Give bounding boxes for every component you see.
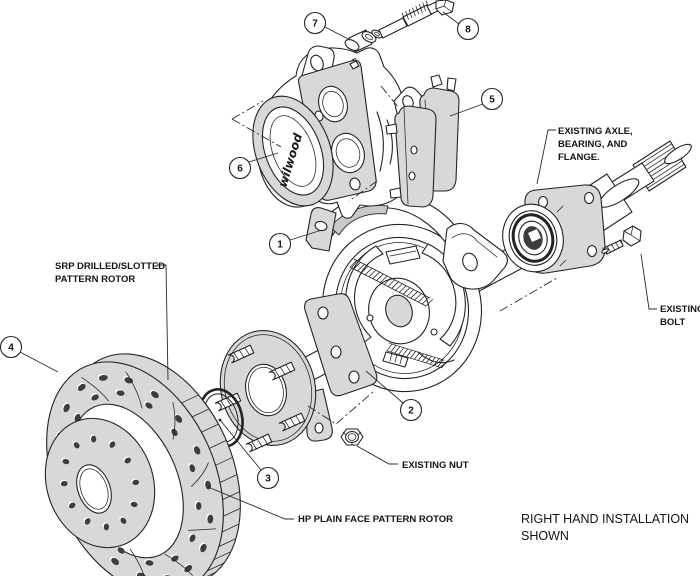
brake-pads	[385, 74, 460, 208]
flange-hole	[583, 191, 595, 205]
pad-face-line	[403, 107, 409, 205]
pad-tab	[430, 74, 443, 88]
callout-7: 7	[303, 11, 327, 35]
backing-plate-assembly	[304, 223, 483, 442]
bolt-shaft	[378, 17, 408, 39]
callout-1-num: 1	[277, 240, 283, 251]
pad-outboard	[394, 105, 437, 208]
existing-bolt	[601, 225, 642, 255]
phantom-lines	[231, 85, 558, 425]
axle-flange-hub	[214, 330, 317, 453]
leader-dot	[218, 418, 222, 422]
callout-6-num: 6	[237, 164, 243, 175]
mount-plate-hole	[317, 306, 329, 320]
caliper-lobe-band	[261, 106, 325, 196]
mount-plate-hole	[348, 370, 360, 384]
axle-through-hole	[385, 294, 413, 328]
spacer-bore	[365, 33, 373, 41]
bracket-tab-line	[451, 233, 498, 258]
anchor-block	[385, 245, 421, 265]
note-right-hand-line1: RIGHT HAND INSTALLATION	[521, 512, 689, 526]
label-srp-rotor-line1: SRP DRILLED/SLOTTED	[55, 261, 165, 272]
leader-lines	[19, 11, 657, 520]
existing-bolt-head-facets	[623, 225, 641, 242]
callout-3: 3	[256, 466, 280, 490]
callout-8: 8	[456, 17, 480, 41]
shoe-hold-down-pin	[430, 328, 438, 336]
bleed-screw-lines	[351, 57, 360, 69]
mount-plate-hole	[330, 345, 342, 359]
bolt-and-spacer	[344, 0, 455, 53]
bolt-thread-hatching	[401, 0, 430, 22]
pad-tab	[446, 77, 457, 92]
label-existing-bolt-line1: EXISTING	[660, 304, 700, 315]
drilled-slotted-rotor	[44, 353, 241, 576]
callout-4: 4	[0, 335, 23, 359]
flange-hole	[586, 244, 598, 258]
callout-8-num: 8	[465, 25, 471, 36]
rotor-slots	[81, 371, 217, 576]
pad-tab	[385, 123, 398, 135]
label-existing-nut: EXISTING NUT	[402, 460, 469, 471]
label-axle-line2: BEARING, AND	[558, 139, 627, 150]
lower-tab-hole	[314, 422, 324, 434]
shoe-hold-down-pin	[366, 314, 374, 322]
existing-nut	[340, 428, 364, 446]
parking-brake-lever	[417, 351, 455, 364]
callout-2: 2	[399, 398, 423, 422]
spacer-left-cap	[344, 39, 360, 51]
text-labels: SRP DRILLED/SLOTTED PATTERN ROTOR EXISTI…	[55, 126, 700, 543]
callout-4-num: 4	[8, 343, 14, 354]
nut-hex	[340, 428, 364, 446]
nut-bore	[347, 433, 357, 441]
pad-hole	[410, 145, 418, 155]
return-spring-upper	[349, 258, 434, 307]
caliper-groove	[386, 119, 393, 165]
caliper-small-hole	[349, 177, 361, 191]
spline-end-cap	[664, 143, 692, 165]
washer-bore	[374, 31, 380, 37]
piston-bore-inner	[335, 138, 361, 168]
label-hp-rotor: HP PLAIN FACE PATTERN ROTOR	[298, 514, 453, 525]
label-existing-bolt-line2: BOLT	[660, 317, 685, 328]
callout-5: 5	[480, 87, 504, 111]
hat-bolt-holes	[59, 434, 140, 531]
note-right-hand-line2: SHOWN	[521, 529, 569, 543]
pad-tab	[389, 187, 402, 199]
label-axle-line3: FLANGE.	[558, 152, 600, 163]
bearing-bore-highlight	[528, 229, 541, 242]
piston-bore-inner	[322, 90, 344, 118]
callouts: 1 2 3 4 5 6 7 8	[0, 11, 504, 490]
brake-caliper: wilwood	[252, 45, 424, 219]
existing-bolt-tip	[601, 248, 609, 254]
label-axle-line1: EXISTING AXLE,	[558, 126, 633, 137]
anchor-block-line	[389, 250, 417, 257]
adjuster-teeth	[389, 352, 403, 365]
rotor-vane-ticks	[181, 394, 241, 576]
bearing-connector-lines	[556, 205, 567, 267]
caliper-groove	[376, 111, 384, 172]
axle-bearing	[502, 203, 564, 273]
pad-hole	[408, 171, 416, 181]
caliper-lobe-inner	[269, 115, 317, 187]
hat-center-hole-inner	[79, 468, 109, 510]
callout-5-num: 5	[489, 95, 495, 106]
bolt-head-facets	[435, 0, 453, 13]
hub-center-hole-inner	[248, 366, 284, 414]
piston-bore	[318, 85, 348, 123]
callout-2-num: 2	[408, 406, 414, 417]
callout-1: 1	[268, 232, 292, 256]
callout-7-num: 7	[312, 19, 318, 30]
callout-6: 6	[228, 156, 252, 180]
bracket-tab-hole	[462, 252, 478, 272]
rotor-hat	[44, 417, 156, 549]
callout-3-num: 3	[265, 474, 271, 485]
label-srp-rotor-line2: PATTERN ROTOR	[55, 274, 135, 285]
nut-chamfer-lines	[342, 431, 362, 446]
